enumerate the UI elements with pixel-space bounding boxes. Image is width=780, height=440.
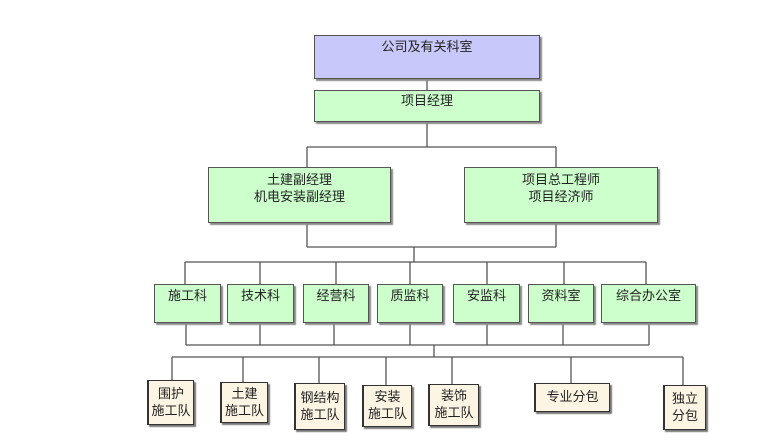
node-label: 土建副经理: [266, 173, 332, 188]
node-label: 资料室: [541, 289, 581, 304]
node-team-steel: 钢结构 施工队: [294, 383, 345, 430]
node-team-decoration: 装饰 施工队: [428, 384, 479, 426]
node-label: 独立: [671, 391, 698, 407]
node-label: 分包: [671, 408, 698, 424]
node-label: 钢结构: [300, 390, 340, 406]
node-label: 经营科: [316, 289, 356, 304]
node-label: 施工科: [167, 289, 207, 304]
node-label: 项目经理: [400, 94, 453, 109]
node-label: 综合办公室: [615, 289, 681, 304]
node-label: 项目总工程师: [521, 173, 600, 188]
node-dept-business: 经营科: [303, 284, 369, 323]
node-team-enclosure: 围护 施工队: [147, 380, 194, 425]
node-label: 施工队: [224, 403, 264, 419]
node-label: 施工队: [434, 406, 474, 421]
node-label: 安监科: [466, 289, 506, 304]
node-deputy-managers: 土建副经理 机电安装副经理: [208, 167, 391, 223]
node-dept-quality: 质监科: [377, 284, 443, 323]
node-label: 土建: [231, 386, 258, 402]
node-dept-records: 资料室: [528, 284, 594, 323]
node-label: 安装: [374, 390, 401, 405]
node-label: 施工队: [300, 407, 340, 423]
node-label: 质监科: [390, 289, 430, 304]
node-label: 项目经济师: [528, 190, 594, 205]
node-label: 机电安装副经理: [253, 190, 345, 205]
node-independent-subcontract: 独立 分包: [663, 385, 706, 430]
node-dept-technical: 技术科: [227, 284, 294, 323]
node-specialist-subcontract: 专业分包: [534, 383, 610, 412]
node-dept-construction: 施工科: [154, 284, 221, 323]
node-label: 围护: [157, 386, 184, 402]
node-label: 施工队: [367, 407, 407, 422]
node-dept-safety: 安监科: [453, 284, 520, 323]
node-label: 技术科: [240, 289, 280, 304]
node-label: 专业分包: [546, 390, 599, 405]
node-chief-engineer: 项目总工程师 项目经济师: [464, 167, 658, 223]
node-dept-office: 综合办公室: [601, 284, 696, 323]
node-project-manager: 项目经理: [314, 90, 540, 122]
node-label: 装饰: [440, 389, 467, 404]
node-team-civil: 土建 施工队: [220, 382, 268, 423]
node-label: 公司及有关科室: [381, 40, 473, 55]
node-label: 施工队: [151, 403, 191, 419]
node-company: 公司及有关科室: [314, 35, 540, 79]
node-team-installation: 安装 施工队: [362, 385, 412, 427]
